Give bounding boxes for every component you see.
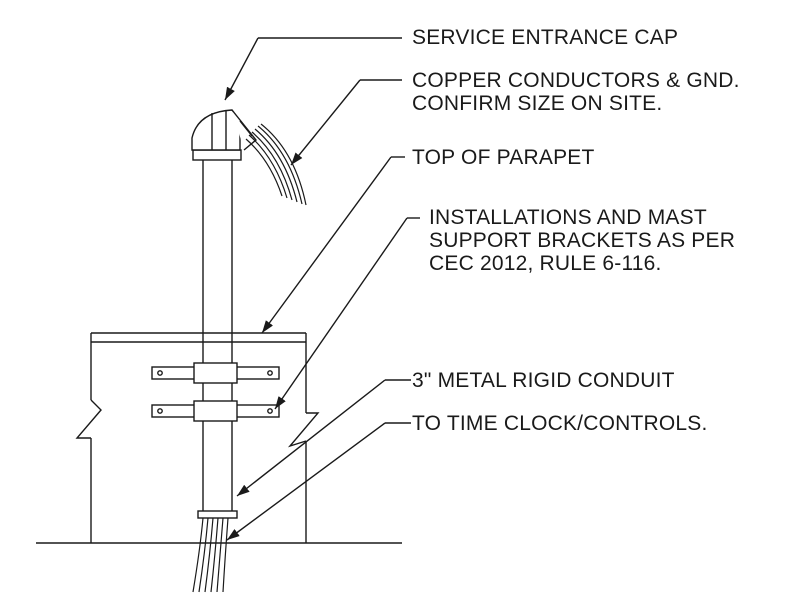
label-support-brackets-line1: INSTALLATIONS AND MAST <box>429 206 707 229</box>
label-time-clock-controls: TO TIME CLOCK/CONTROLS. <box>412 412 708 435</box>
service-entrance-cap <box>191 109 257 161</box>
parapet-wall <box>75 332 320 543</box>
leader-service-cap <box>224 37 402 101</box>
label-service-entrance-cap: SERVICE ENTRANCE CAP <box>412 26 679 49</box>
conductors-bottom <box>192 517 229 593</box>
label-support-brackets-line2: SUPPORT BRACKETS AS PER <box>429 229 736 252</box>
label-support-brackets: INSTALLATIONS AND MAST SUPPORT BRACKETS … <box>429 206 735 275</box>
label-copper-conductors: COPPER CONDUCTORS & GND. CONFIRM SIZE ON… <box>412 69 740 115</box>
label-copper-conductors-line1: COPPER CONDUCTORS & GND. <box>412 69 740 92</box>
leader-parapet <box>261 156 405 334</box>
support-bracket-lower <box>151 400 280 422</box>
label-copper-conductors-line2: CONFIRM SIZE ON SITE. <box>412 92 663 115</box>
conductors-top <box>245 123 307 206</box>
leader-conductors <box>290 79 402 166</box>
label-metal-rigid-conduit: 3" METAL RIGID CONDUIT <box>412 369 675 392</box>
leader-time-clock <box>226 422 411 541</box>
rigid-conduit <box>202 160 233 512</box>
label-support-brackets-line3: CEC 2012, RULE 6-116. <box>429 252 662 275</box>
label-top-of-parapet: TOP OF PARAPET <box>412 146 595 169</box>
leader-conduit <box>236 379 411 497</box>
bottom-coupling <box>197 510 238 519</box>
support-bracket-upper <box>151 362 280 384</box>
leader-brackets <box>274 217 420 410</box>
